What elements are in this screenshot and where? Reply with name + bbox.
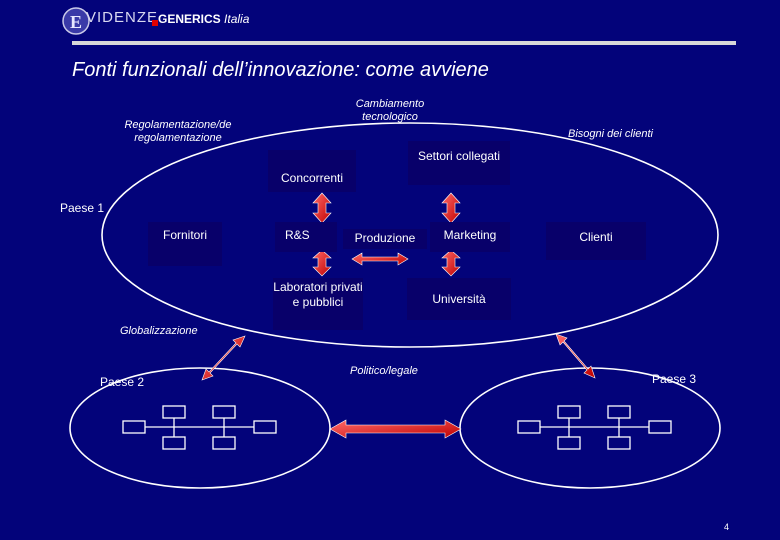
svg-text:E: E <box>70 12 82 32</box>
arrow-marketing-up <box>441 192 461 224</box>
country3-label: Paese 3 <box>652 372 697 386</box>
arrow-production <box>351 252 409 266</box>
node-production: Produzione <box>343 229 427 249</box>
country2-label: Paese 2 <box>100 375 145 389</box>
node-customers: Clienti <box>546 222 646 260</box>
arrow-country2-country3 <box>329 419 462 439</box>
arrow-country1-country2 <box>201 335 246 381</box>
arrow-country1-country3 <box>555 333 596 379</box>
force-globalization-label: Globalizzazione <box>120 325 198 337</box>
arrow-marketing-down <box>441 249 461 277</box>
company-logo: E <box>62 4 154 38</box>
node-labs: Laboratori privati e pubblici <box>273 278 363 330</box>
node-marketing: Marketing <box>430 222 510 252</box>
node-related-sectors: Settori collegati <box>408 141 510 185</box>
brand-label: GENERICS Italia <box>158 12 249 26</box>
slide-title: Fonti funzionali dell’innovazione: come … <box>72 59 489 81</box>
brand-mark <box>152 20 158 26</box>
country2-network <box>122 405 277 450</box>
logo-text: VIDENZE <box>86 9 159 26</box>
country3-ellipse <box>459 367 721 489</box>
country2-ellipse <box>69 367 331 489</box>
country1-label: Paese 1 <box>60 201 105 215</box>
country1-ellipse <box>101 122 719 348</box>
country3-network <box>517 405 672 450</box>
node-rnd: R&S <box>275 222 337 252</box>
header-divider <box>72 41 736 45</box>
logo-emblem: E <box>62 7 90 35</box>
node-university: Università <box>407 278 511 320</box>
force-tech-change-label: Cambiamento tecnologico <box>355 98 425 124</box>
node-competitors: Concorrenti <box>268 150 356 192</box>
arrow-rnd-up <box>312 192 332 224</box>
brand-suffix: Italia <box>224 12 250 26</box>
brand-name: GENERICS <box>158 12 221 26</box>
arrow-rnd-down <box>312 249 332 277</box>
node-suppliers: Fornitori <box>148 222 222 266</box>
force-regulation-label: Regolamentazione/de regolamentazione <box>124 119 232 145</box>
force-customer-needs-label: Bisogni dei clienti <box>568 128 653 140</box>
page-number: 4 <box>724 522 730 532</box>
force-political-label: Politico/legale <box>350 365 418 377</box>
